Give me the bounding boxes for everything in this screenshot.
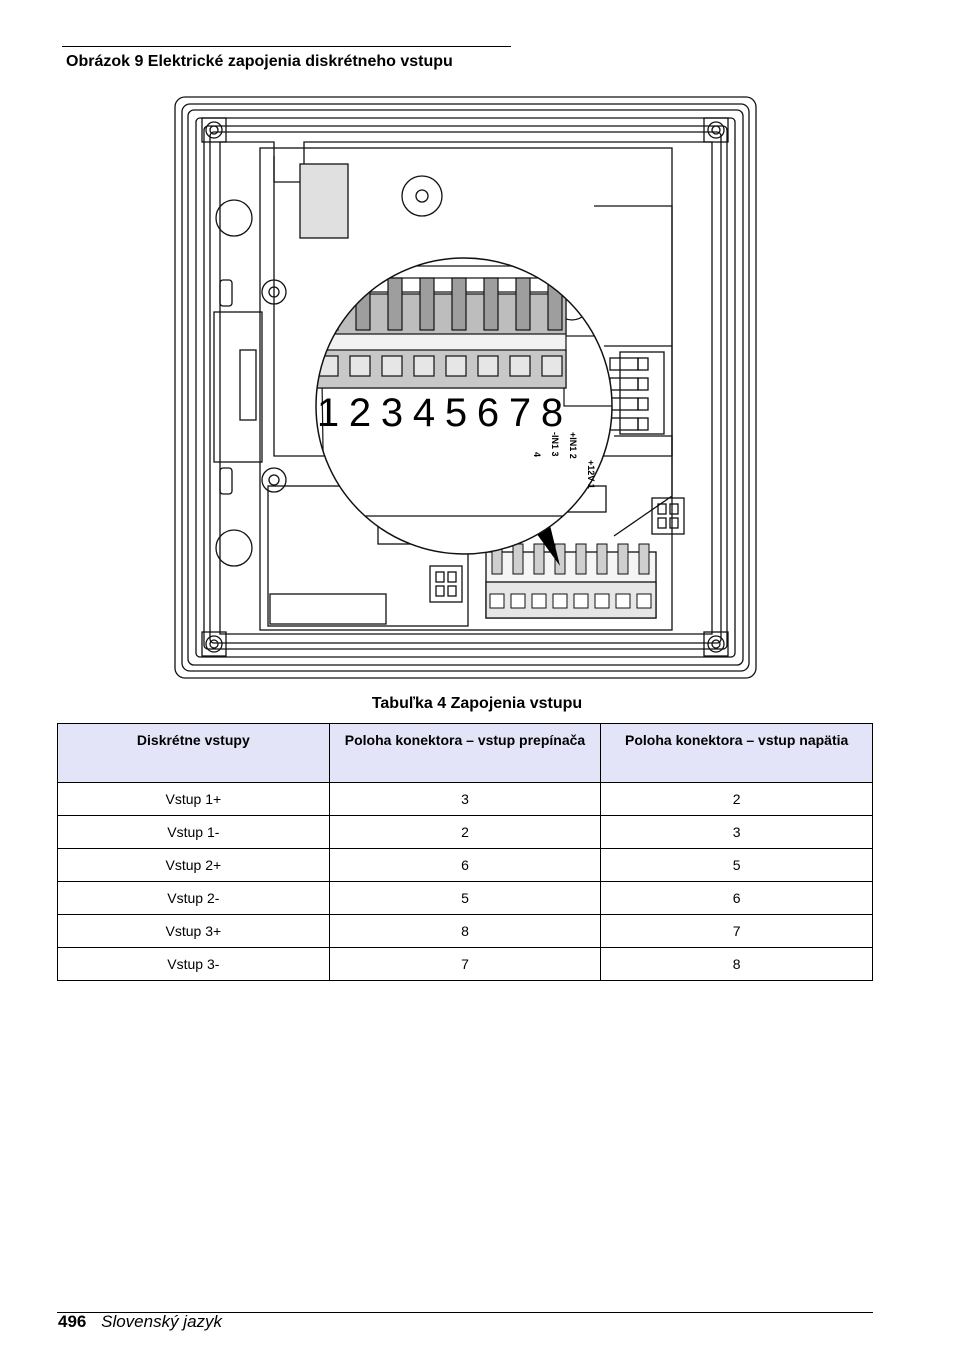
table-row: Vstup 2+ 6 5 xyxy=(57,848,873,882)
header-voltage-input-position: Poloha konektora – vstup napätia xyxy=(600,723,873,783)
pcb-labels: +12V 1 +IN1 2 -IN1 3 4 xyxy=(532,432,596,489)
terminal-number: 5 xyxy=(445,391,467,435)
table-row: Vstup 3+ 8 7 xyxy=(57,914,873,948)
pcb-label: -IN1 3 xyxy=(550,432,560,457)
corner-screw-bottom-right xyxy=(703,631,729,657)
zoom-circle: 1 2 3 4 5 6 7 8 xyxy=(316,258,612,554)
page-footer: 496 Slovenský jazyk xyxy=(58,1312,222,1332)
table-row: Vstup 1- 2 3 xyxy=(57,815,873,849)
figure-caption-rule xyxy=(62,46,511,47)
terminal-number: 2 xyxy=(349,391,371,435)
pcb-label: 4 xyxy=(532,452,542,457)
table-cell: Vstup 3+ xyxy=(57,914,330,948)
wiring-diagram-figure: 1 2 3 4 5 6 7 8 +12V 1 +IN1 2 -IN1 3 4 xyxy=(174,96,758,680)
terminal-number: 7 xyxy=(509,391,531,435)
table-cell: 8 xyxy=(328,914,602,948)
table-cell: 2 xyxy=(600,782,873,816)
table-header-row: Diskrétne vstupy Poloha konektora – vstu… xyxy=(57,723,873,783)
table-cell: Vstup 2+ xyxy=(57,848,330,882)
pcb-label: +IN1 2 xyxy=(568,432,578,459)
table-row: Vstup 3- 7 8 xyxy=(57,947,873,981)
figure-caption: Obrázok 9 Elektrické zapojenia diskrétne… xyxy=(66,53,453,70)
terminal-number: 8 xyxy=(541,391,563,435)
table-cell: 3 xyxy=(328,782,602,816)
table-row: Vstup 1+ 3 2 xyxy=(57,782,873,816)
table-cell: 3 xyxy=(600,815,873,849)
footer-language: Slovenský jazyk xyxy=(101,1312,223,1331)
table-cell: 2 xyxy=(328,815,602,849)
table-cell: 5 xyxy=(328,881,602,915)
table-cell: 7 xyxy=(328,947,602,981)
page-number: 496 xyxy=(58,1312,87,1331)
terminal-number: 4 xyxy=(413,391,435,435)
table-cell: 7 xyxy=(600,914,873,948)
table-row: Vstup 2- 5 6 xyxy=(57,881,873,915)
footer-rule xyxy=(57,1312,873,1313)
table-cell: Vstup 2- xyxy=(57,881,330,915)
terminal-number: 6 xyxy=(477,391,499,435)
table-cell: 5 xyxy=(600,848,873,882)
enclosure-drawing: 1 2 3 4 5 6 7 8 +12V 1 +IN1 2 -IN1 3 4 xyxy=(174,96,757,679)
header-discrete-inputs: Diskrétne vstupy xyxy=(57,723,330,783)
table-cell: 8 xyxy=(600,947,873,981)
pcb-label: +12V 1 xyxy=(586,460,596,489)
table-cell: Vstup 1+ xyxy=(57,782,330,816)
corner-screw-top-left xyxy=(201,117,227,143)
table-caption: Tabuľka 4 Zapojenia vstupu xyxy=(371,695,583,712)
corner-screw-bottom-left xyxy=(201,631,227,657)
corner-screw-top-right xyxy=(703,117,729,143)
table-cell: Vstup 1- xyxy=(57,815,330,849)
terminal-number: 1 xyxy=(317,391,339,435)
terminal-number: 3 xyxy=(381,391,403,435)
table-cell: 6 xyxy=(328,848,602,882)
table-cell: 6 xyxy=(600,881,873,915)
header-switch-input-position: Poloha konektora – vstup prepínača xyxy=(328,723,602,783)
table-cell: Vstup 3- xyxy=(57,947,330,981)
terminal-numbers: 1 2 3 4 5 6 7 8 xyxy=(317,391,563,435)
input-connections-table: Diskrétne vstupy Poloha konektora – vstu… xyxy=(57,723,873,981)
